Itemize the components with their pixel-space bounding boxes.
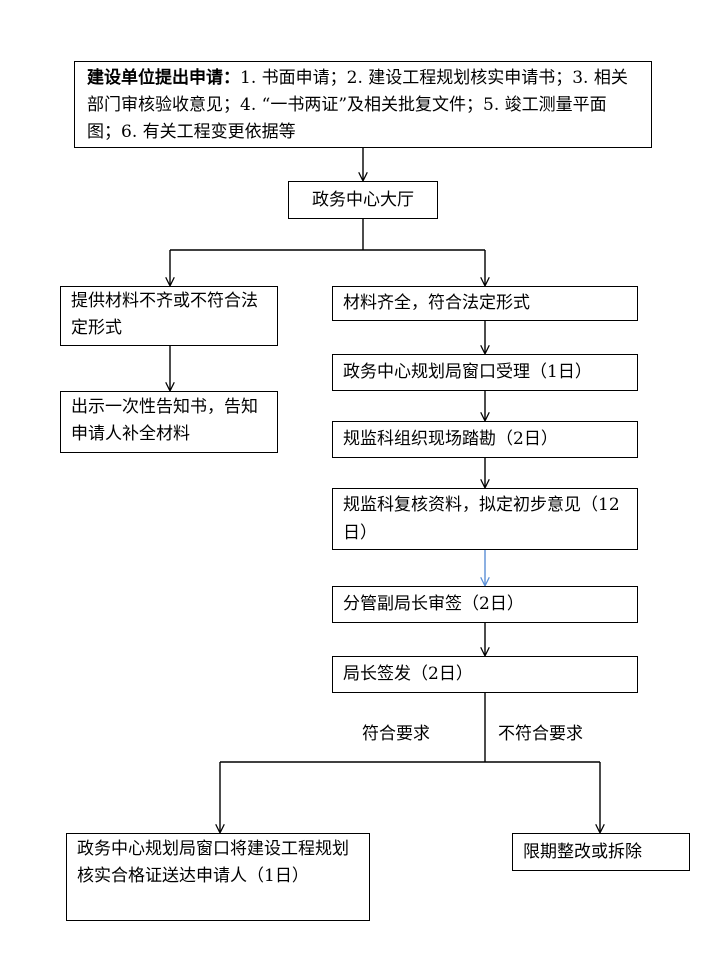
deliver-text: 政务中心规划局窗口将建设工程规划核实合格证送达申请人（1日） <box>77 839 349 886</box>
node-notify: 出示一次性告知书，告知申请人补全材料 <box>60 391 278 453</box>
node-incomplete: 提供材料不齐或不符合法定形式 <box>60 286 278 346</box>
survey-text: 规监科组织现场踏勘（2日） <box>343 429 558 449</box>
node-accept: 政务中心规划局窗口受理（1日） <box>332 354 638 391</box>
node-apply: 建设单位提出申请：1. 书面申请；2. 建设工程规划核实申请书；3. 相关部门审… <box>74 61 652 148</box>
node-complete: 材料齐全，符合法定形式 <box>332 286 638 321</box>
director-text: 局长签发（2日） <box>343 664 473 684</box>
review-text: 规监科复核资料，拟定初步意见（12日） <box>343 495 620 543</box>
node-hall: 政务中心大厅 <box>288 181 438 219</box>
apply-lead-text: 建设单位提出申请： <box>87 68 240 88</box>
apply-rest-text: 1. 书面申请；2. 建设工程规划核实申请书；3. 相关部门审核验收意见；4. … <box>87 68 628 142</box>
accept-text: 政务中心规划局窗口受理（1日） <box>343 362 592 382</box>
node-survey: 规监科组织现场踏勘（2日） <box>332 421 638 458</box>
rectify-text: 限期整改或拆除 <box>523 842 642 862</box>
notify-text: 出示一次性告知书，告知申请人补全材料 <box>71 397 258 444</box>
node-deliver: 政务中心规划局窗口将建设工程规划核实合格证送达申请人（1日） <box>66 833 370 921</box>
hall-text: 政务中心大厅 <box>312 190 414 210</box>
deputy-text: 分管副局长审签（2日） <box>343 594 524 614</box>
node-review: 规监科复核资料，拟定初步意见（12日） <box>332 488 638 550</box>
node-deputy: 分管副局长审签（2日） <box>332 586 638 623</box>
complete-text: 材料齐全，符合法定形式 <box>343 293 530 313</box>
node-rectify: 限期整改或拆除 <box>512 833 690 871</box>
incomplete-text: 提供材料不齐或不符合法定形式 <box>71 291 258 338</box>
edge-label-fails: 不符合要求 <box>498 724 583 744</box>
edge-label-meets: 符合要求 <box>362 724 430 744</box>
node-director: 局长签发（2日） <box>332 656 638 693</box>
